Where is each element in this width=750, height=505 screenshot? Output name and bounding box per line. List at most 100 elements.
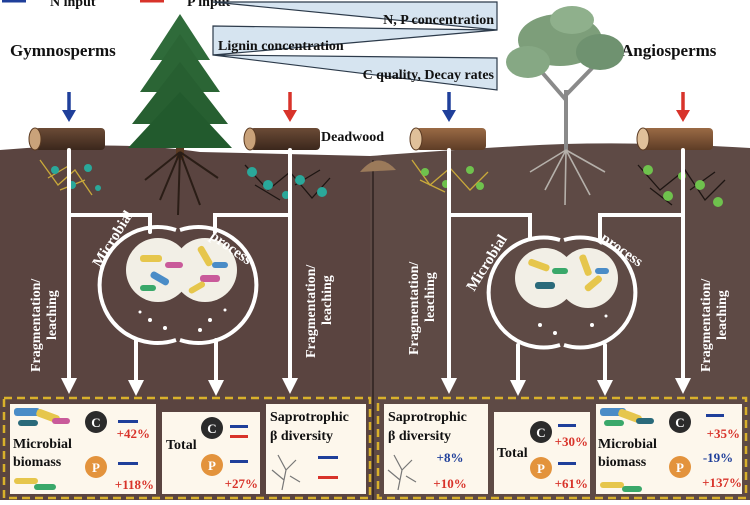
fragmentation-label: Fragmentation/ — [29, 278, 44, 372]
p-effect-bar — [318, 476, 338, 479]
hyphae-cluster-icon — [411, 159, 489, 193]
p-p-effect-value: +137% — [702, 475, 742, 490]
microbial-biomass-label: biomass — [598, 455, 647, 470]
n-input-arrow-icon — [62, 110, 76, 122]
conifer-tree-icon — [128, 14, 232, 216]
phosphorus-symbol: P — [92, 460, 100, 475]
carbon-symbol: C — [675, 415, 684, 430]
deadwood-mound — [360, 160, 396, 172]
fragmentation-labels: Fragmentation/ leaching Fragmentation/ l… — [29, 261, 730, 372]
microbial-biomass-label: Microbial — [598, 437, 657, 452]
trait-wedges: N, P concentration Lignin concentration … — [212, 1, 498, 91]
carbon-icon — [85, 411, 107, 433]
gymnosperms-title: Gymnosperms — [10, 41, 116, 60]
carbon-icon — [669, 411, 691, 433]
total-p-effect-value: +27% — [225, 476, 258, 491]
wedge-np-label: N, P concentration — [383, 13, 494, 28]
logs — [28, 127, 713, 151]
log-icon — [28, 127, 105, 151]
wedge-lignin-label: Lignin concentration — [218, 39, 344, 54]
carbon-icon — [201, 417, 223, 439]
c-p-effect-value: +35% — [707, 426, 740, 441]
n-effect-bar — [558, 424, 576, 427]
phosphorus-icon — [669, 456, 691, 478]
microbial-process-left — [97, 225, 259, 345]
n-effect-bar — [318, 456, 338, 459]
left-saprotrophic-card: Saprotrophic β diversity — [266, 404, 366, 494]
wedge-cquality — [212, 54, 498, 91]
log-icon — [636, 127, 713, 151]
results-frame-right — [376, 396, 748, 500]
angiosperms-title: Angiosperms — [621, 41, 717, 60]
carbon-symbol: C — [91, 415, 100, 430]
carbon-symbol: C — [536, 425, 545, 440]
fragmentation-label: Fragmentation/ — [304, 264, 319, 358]
beta-diversity-label: β diversity — [388, 429, 451, 444]
n-effect-bar — [118, 420, 138, 423]
fungus-icon — [271, 454, 301, 491]
beta-diversity-label: β diversity — [270, 429, 333, 444]
broadleaf-tree-icon — [506, 6, 624, 206]
p-input-label: P input — [187, 0, 231, 10]
leaching-label: leaching — [715, 290, 730, 340]
leaching-label: leaching — [423, 272, 438, 322]
leaching-label: leaching — [320, 275, 335, 325]
microbe-community-icon — [558, 248, 618, 308]
fungal-hyphae-clusters — [39, 159, 726, 207]
phosphorus-symbol: P — [208, 458, 216, 473]
saprotrophic-label: Saprotrophic — [270, 410, 349, 425]
phosphorus-icon — [201, 454, 223, 476]
total-label: Total — [166, 438, 197, 453]
left-total-card: Total C P +27% — [162, 412, 260, 494]
right-saprotrophic-card: Saprotrophic β diversity +8% +10% — [384, 404, 488, 494]
log-icon — [243, 127, 320, 151]
microbial-biomass-label: Microbial — [13, 437, 72, 452]
phosphorus-icon — [530, 457, 552, 479]
n-input-label: N input — [50, 0, 96, 10]
p-effect-bar — [230, 435, 248, 438]
fragmentation-label: Fragmentation/ — [699, 278, 714, 372]
p-input-arrow-icon — [283, 110, 297, 122]
fragmentation-label: Fragmentation/ — [407, 261, 422, 355]
total-p-effect-value: +61% — [555, 476, 588, 491]
microbe-community-icon — [173, 238, 237, 302]
microbe-cluster-icon — [600, 408, 654, 492]
wedge-cquality-label: C quality, Decay rates — [363, 68, 495, 83]
microbe-cluster-icon — [14, 408, 70, 490]
fungus-icon — [387, 454, 417, 491]
phosphorus-symbol: P — [537, 461, 545, 476]
p-input-arrow-icon — [676, 110, 690, 122]
flow-arrows — [61, 148, 691, 396]
c-p-effect-value: +42% — [117, 426, 150, 441]
leaching-label: leaching — [45, 290, 60, 340]
carbon-symbol: C — [207, 421, 216, 436]
right-microbial-biomass-card: Microbial biomass C +35% P -19% +137% — [596, 404, 742, 494]
microbial-biomass-label: biomass — [13, 455, 62, 470]
microbial-process-right — [486, 235, 638, 350]
carbon-icon — [530, 421, 552, 443]
n-effect-bar — [230, 460, 248, 463]
n-effect-bar — [230, 425, 248, 428]
n-effect-bar — [558, 462, 576, 465]
total-label: Total — [497, 446, 528, 461]
total-c-effect-value: +30% — [555, 434, 588, 449]
hyphae-cluster-icon — [637, 164, 726, 207]
input-arrows — [62, 92, 690, 122]
left-microbial-biomass-card: Microbial biomass C +42% P +118% — [10, 404, 156, 494]
wedge-np — [212, 1, 498, 31]
deadwood-label: Deadwood — [321, 130, 384, 145]
n-effect-bar — [706, 414, 724, 417]
wedge-lignin — [212, 25, 498, 56]
log-icon — [409, 127, 486, 151]
sap-n-effect-value: +8% — [437, 450, 464, 465]
saprotrophic-label: Saprotrophic — [388, 410, 467, 425]
n-input-arrow-icon — [442, 110, 456, 122]
n-effect-bar — [118, 462, 138, 465]
right-total-card: Total C +30% P +61% — [494, 412, 590, 494]
results-frame-left — [2, 396, 372, 500]
phosphorus-symbol: P — [676, 460, 684, 475]
phosphorus-icon — [85, 456, 107, 478]
sap-p-effect-value: +10% — [433, 476, 466, 491]
